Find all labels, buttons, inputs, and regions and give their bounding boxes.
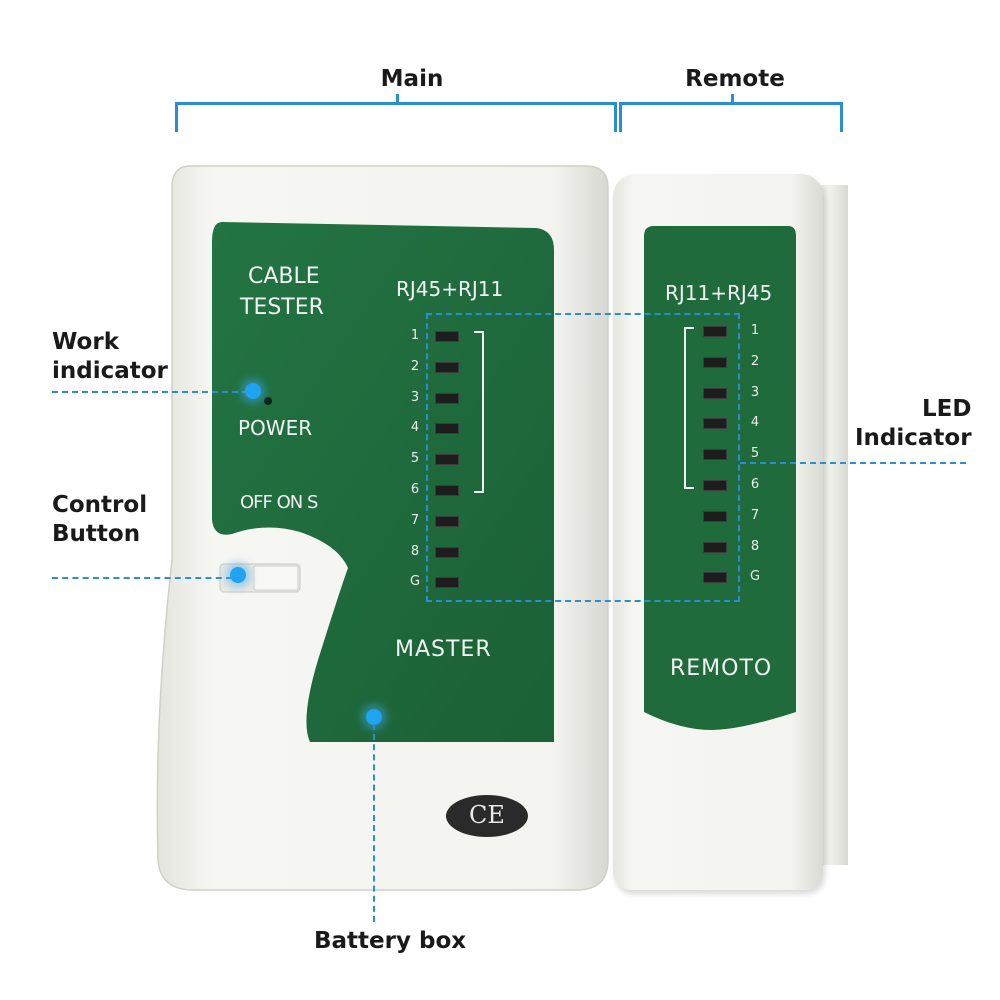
remote-channel-number: 6 <box>750 477 760 492</box>
tester-label: TESTER <box>240 295 324 320</box>
main-led-5 <box>435 454 459 466</box>
remote-channel-number: 1 <box>750 323 760 338</box>
remote-channel-number: 2 <box>750 353 760 369</box>
remote-led-G <box>703 572 727 584</box>
remote-channel-number: 8 <box>750 538 760 554</box>
control-button-dot <box>230 567 246 583</box>
remote-channel-number: 4 <box>750 415 760 431</box>
remote-port-label: RJ11+RJ45 <box>665 281 773 305</box>
ce-mark-icon: CE <box>446 795 528 837</box>
remote-led-3 <box>703 387 727 399</box>
remote-channel-number: 5 <box>750 446 760 462</box>
work-indicator-label-line2: indicator <box>52 358 168 384</box>
main-label: Main <box>380 66 444 92</box>
main-channel-number: 8 <box>410 543 420 559</box>
power-label: POWER <box>238 416 313 440</box>
master-label: MASTER <box>395 637 492 662</box>
cable-label: CABLE <box>248 264 320 289</box>
remote-led-7 <box>703 510 727 522</box>
main-channel-number: 7 <box>410 512 420 528</box>
work-indicator-leader <box>52 391 248 393</box>
main-led-6 <box>435 485 459 496</box>
remote-label: Remote <box>685 66 785 92</box>
power-led-hole <box>264 397 272 405</box>
battery-box-dot <box>366 709 382 725</box>
main-bracket <box>175 94 617 132</box>
control-button-leader <box>52 577 232 579</box>
switch-label: OFF ON S <box>240 492 318 513</box>
main-led-2 <box>435 361 459 373</box>
main-channel-number: 6 <box>410 482 420 497</box>
remote-led-4 <box>703 418 727 430</box>
remote-channel-number: G <box>749 569 761 585</box>
remote-channel-number: 7 <box>750 507 760 523</box>
main-unit-body <box>156 165 609 891</box>
remote-led-5 <box>703 449 727 461</box>
main-green-panel <box>212 222 554 742</box>
main-led-1 <box>435 331 459 342</box>
control-button-label-line2: Button <box>52 521 141 547</box>
led-indicator-label-line2: Indicator <box>855 425 972 451</box>
remote-led-2 <box>703 356 727 368</box>
main-group-bracket <box>474 331 484 493</box>
main-channel-number: G <box>409 574 421 590</box>
main-led-4 <box>435 423 459 435</box>
remote-green-panel <box>644 226 796 730</box>
work-indicator-dot <box>245 383 261 399</box>
remote-group-bracket <box>684 327 694 489</box>
led-indicator-leader <box>740 462 966 464</box>
work-indicator-label-line1: Work <box>52 329 119 355</box>
main-led-7 <box>435 515 459 527</box>
remoto-label: REMOTO <box>670 656 773 681</box>
led-indicator-frame <box>426 313 740 602</box>
battery-box-leader <box>373 724 375 922</box>
control-button-label-line1: Control <box>52 492 148 518</box>
main-channel-number: 5 <box>410 451 420 467</box>
main-led-3 <box>435 392 459 404</box>
remote-led-8 <box>703 541 727 553</box>
main-channel-number: 1 <box>410 328 420 343</box>
main-led-G <box>435 577 459 589</box>
remote-led-6 <box>703 480 727 491</box>
main-channel-number: 4 <box>410 420 420 436</box>
main-led-8 <box>435 546 459 558</box>
remote-channel-number: 3 <box>750 384 760 400</box>
main-channel-number: 2 <box>410 358 420 374</box>
battery-box-label: Battery box <box>314 928 467 954</box>
remote-led-1 <box>703 326 727 337</box>
main-channel-number: 3 <box>410 389 420 405</box>
remote-bracket <box>619 94 843 132</box>
main-port-label: RJ45+RJ11 <box>396 277 504 301</box>
led-indicator-label-line1: LED <box>922 396 972 422</box>
